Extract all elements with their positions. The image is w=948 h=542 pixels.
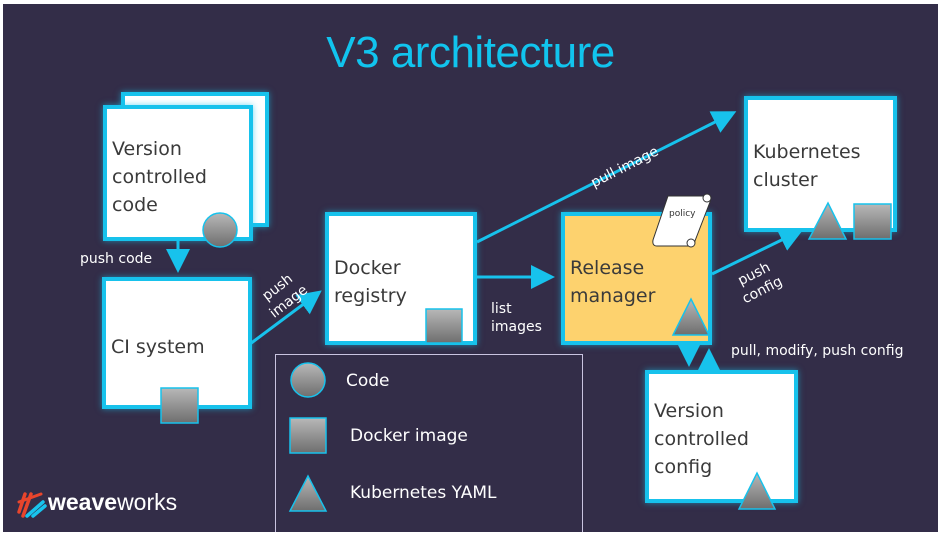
ci-system-label: CI system <box>111 336 205 358</box>
vcs-config-box: Version controlled config <box>645 370 798 503</box>
vcs-config-label: Version controlled config <box>654 400 749 478</box>
kubernetes-yaml-artifact-icon <box>671 297 711 336</box>
legend-label-code: Code <box>346 371 390 391</box>
docker-registry-label: Docker registry <box>334 257 407 307</box>
kubernetes-cluster-label: Kubernetes cluster <box>753 141 861 191</box>
edge-label-pull-modify-push-config: pull, modify, push config <box>731 343 904 359</box>
edge-label-list-images: list images <box>491 301 542 335</box>
logo-regular: works <box>117 489 178 515</box>
legend-triangle-icon <box>288 474 328 512</box>
kubernetes-cluster-box: Kubernetes cluster <box>744 96 897 232</box>
weaveworks-logo-icon <box>17 492 47 518</box>
vcs-code-label: Version controlled code <box>112 138 207 216</box>
legend-label-kubernetes-yaml: Kubernetes YAML <box>350 483 497 503</box>
legend: Code Docker image Kubernetes YAML <box>275 354 583 532</box>
arrow-pull-image <box>476 111 737 244</box>
policy-label: policy <box>669 209 696 219</box>
legend-square-icon <box>289 417 327 454</box>
slide: V3 architecture Version controlled code … <box>3 4 938 532</box>
release-manager-label: Release manager <box>570 257 656 307</box>
weaveworks-logo-text: weaveworks <box>48 489 177 516</box>
kubernetes-yaml-artifact-icon <box>737 471 777 510</box>
policy-scroll-icon <box>652 193 712 248</box>
docker-image-artifact-icon <box>425 308 463 344</box>
kubernetes-yaml-artifact-icon <box>807 201 848 240</box>
arrow-push-config <box>711 229 804 276</box>
legend-label-docker-image: Docker image <box>350 426 468 446</box>
docker-image-artifact-icon <box>160 387 199 424</box>
diagram-overlay <box>17 111 892 518</box>
legend-circle-icon <box>290 362 326 398</box>
edge-label-push-code: push code <box>80 251 153 267</box>
code-artifact-icon <box>202 212 238 248</box>
arrow-push-image <box>249 290 322 346</box>
logo-bold: weave <box>48 489 118 515</box>
docker-image-artifact-icon <box>853 203 892 240</box>
slide-title: V3 architecture <box>326 28 615 77</box>
